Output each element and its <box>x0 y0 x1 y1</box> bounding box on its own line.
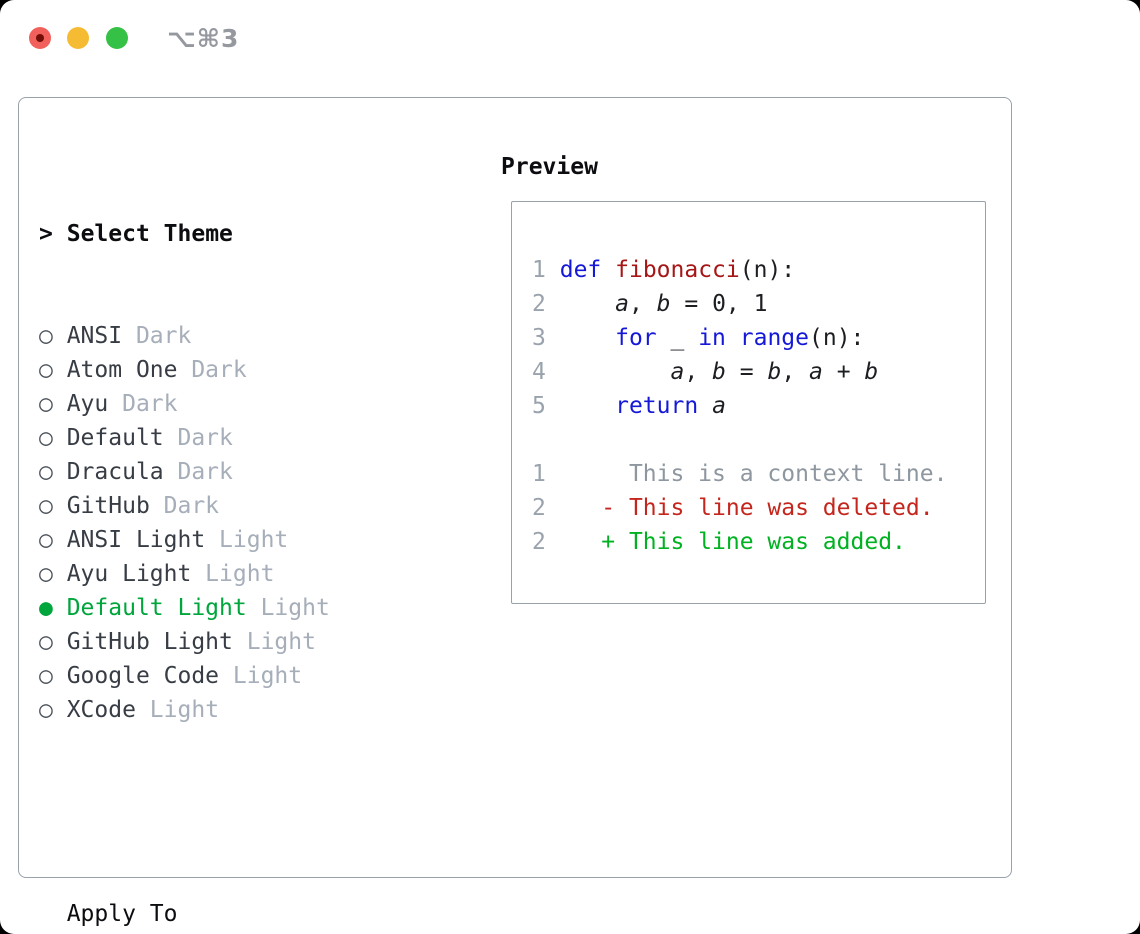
code-line: 2 a, b = 0, 1 <box>532 291 768 317</box>
apply-to-header: Apply To <box>39 897 427 931</box>
code-line <box>532 423 947 457</box>
theme-option-10[interactable]: ○ Google Code Light <box>39 663 303 689</box>
theme-option-0[interactable]: ○ ANSI Dark <box>39 323 192 349</box>
preview-heading: Preview <box>501 154 598 180</box>
theme-option-3[interactable]: ○ Default Dark <box>39 425 233 451</box>
code-line: 3 for _ in range(n): <box>532 325 865 351</box>
code-line: 4 a, b = b, a + b <box>532 359 879 385</box>
apply-to-label: Apply To <box>66 901 178 927</box>
select-theme-title: Select Theme <box>66 221 233 247</box>
theme-option-2[interactable]: ○ Ayu Dark <box>39 391 178 417</box>
code-line: 2 - This line was deleted. <box>532 495 934 521</box>
code-line: 1 def fibonacci(n): <box>532 257 796 283</box>
code-line: 5 return a <box>532 393 726 419</box>
close-button[interactable] <box>29 27 51 49</box>
code-preview: 1 def fibonacci(n): 2 a, b = 0, 1 3 for _ … <box>532 253 947 559</box>
focus-caret-icon: > <box>39 221 53 247</box>
theme-option-7[interactable]: ○ Ayu Light Light <box>39 561 275 587</box>
code-line: 2 + This line was added. <box>532 529 906 555</box>
select-theme-label <box>53 221 67 247</box>
theme-list: > Select Theme ○ ANSI Dark ○ Atom One Dar… <box>39 149 427 934</box>
theme-option-9[interactable]: ○ GitHub Light Light <box>39 629 316 655</box>
theme-option-6[interactable]: ○ ANSI Light Light <box>39 527 289 553</box>
titlebar: ⌥⌘3 <box>0 0 1140 76</box>
spacer <box>39 795 427 829</box>
unsaved-dot-icon <box>36 34 44 42</box>
theme-option-8[interactable]: ● Default Light Light <box>39 595 330 621</box>
theme-option-11[interactable]: ○ XCode Light <box>39 697 220 723</box>
theme-selector-panel: > Select Theme ○ ANSI Dark ○ Atom One Dar… <box>18 97 1012 927</box>
window-title: ⌥⌘3 <box>167 24 240 53</box>
preview-box: 1 def fibonacci(n): 2 a, b = 0, 1 3 for _ … <box>511 201 986 604</box>
minimize-button[interactable] <box>67 27 89 49</box>
theme-option-1[interactable]: ○ Atom One Dark <box>39 357 247 383</box>
select-theme-header: > Select Theme <box>39 217 427 251</box>
maximize-button[interactable] <box>106 27 128 49</box>
theme-option-5[interactable]: ○ GitHub Dark <box>39 493 220 519</box>
code-line: 1 This is a context line. <box>532 461 948 487</box>
theme-option-4[interactable]: ○ Dracula Dark <box>39 459 233 485</box>
